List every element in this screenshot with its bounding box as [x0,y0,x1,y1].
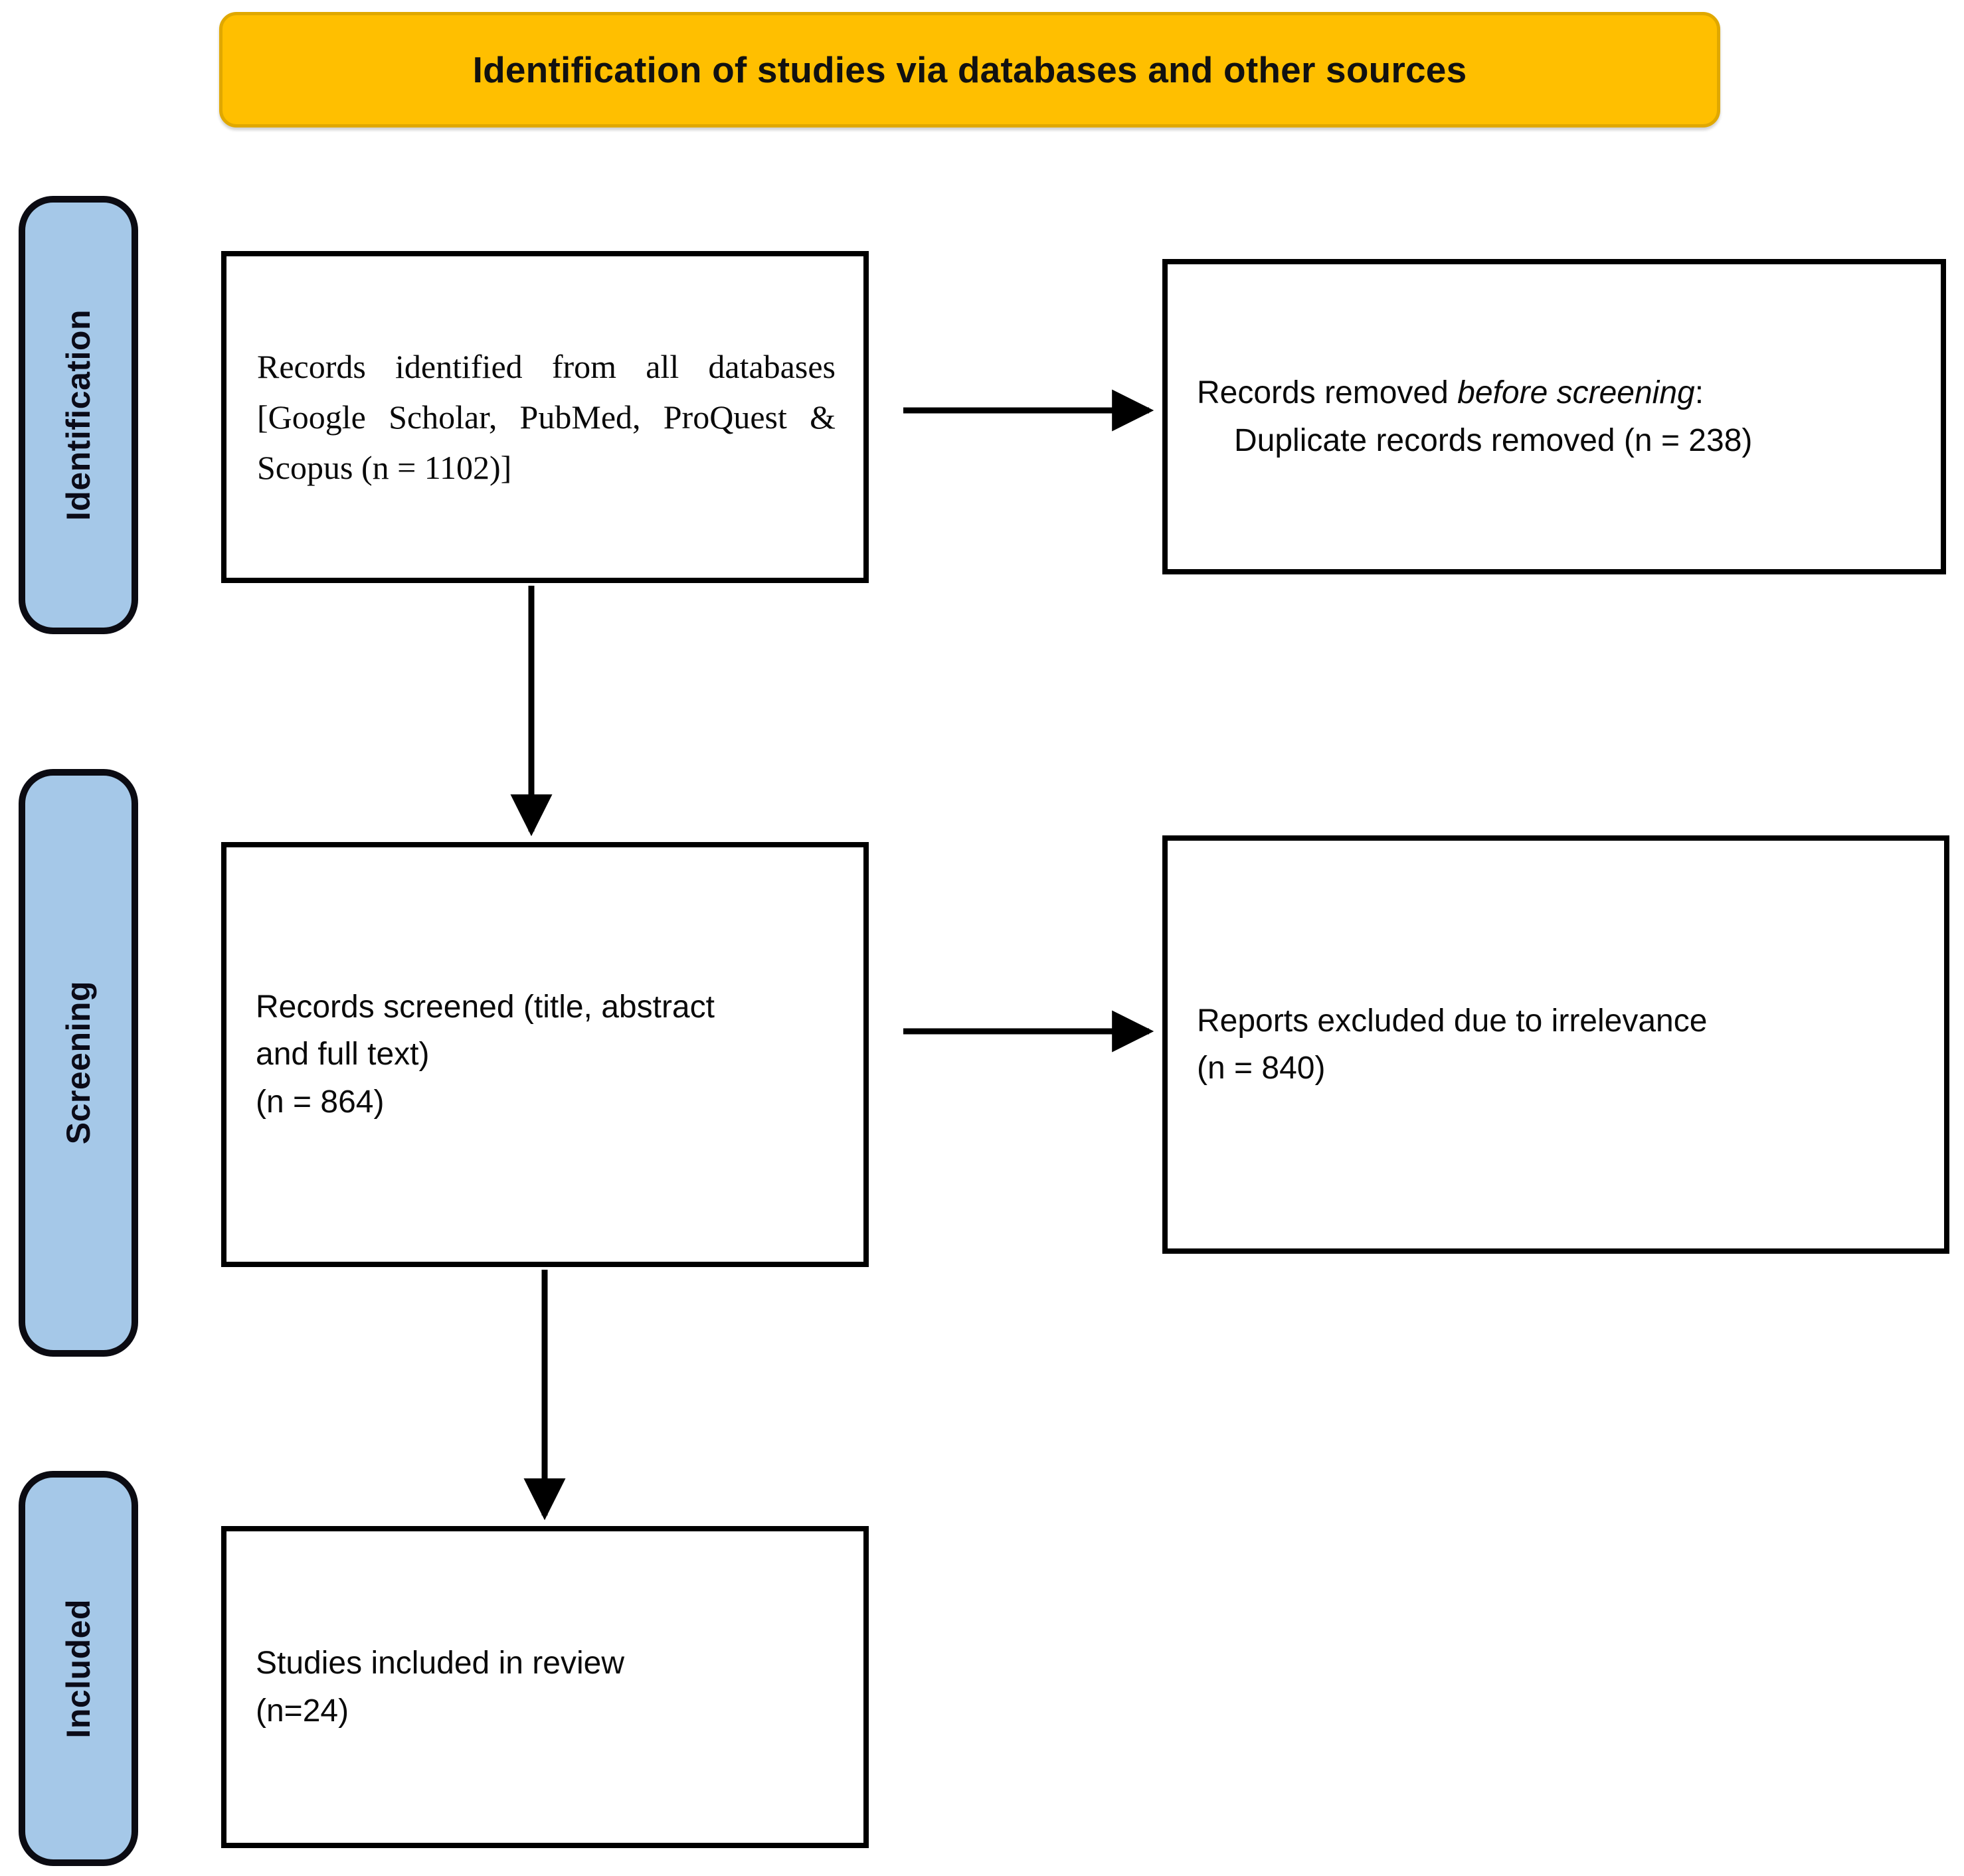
stage-pill-identification: Identification [19,196,138,634]
box-studies-included: Studies included in review (n=24) [221,1526,869,1848]
box-records-identified-text: Records identified from all databases [G… [257,348,836,486]
box-records-screened-line1: Records screened (title, abstract [256,989,715,1025]
box-records-removed-line2: Duplicate records removed (n = 238) [1234,422,1753,458]
box-reports-excluded: Reports excluded due to irrelevance (n =… [1162,835,1949,1254]
box-records-screened: Records screened (title, abstract and fu… [221,842,869,1267]
box-records-removed-line1-suffix: : [1694,375,1704,411]
diagram-header-banner: Identification of studies via databases … [219,12,1720,128]
box-records-removed-body: Records removed before screening: Duplic… [1168,369,1941,464]
box-records-screened-count: (n = 864) [256,1084,385,1120]
stage-pill-screening: Screening [19,769,138,1357]
box-records-removed-line1-italic: before screening [1457,375,1695,411]
box-studies-included-body: Studies included in review (n=24) [226,1640,863,1734]
box-reports-excluded-body: Reports excluded due to irrelevance (n =… [1168,997,1944,1092]
box-records-removed-line1-prefix: Records removed [1197,375,1458,411]
box-records-removed: Records removed before screening: Duplic… [1162,259,1946,574]
box-reports-excluded-line1: Reports excluded due to irrelevance [1197,1003,1708,1039]
stage-pill-included: Included [19,1471,138,1866]
stage-label-screening: Screening [60,981,97,1145]
stage-label-identification: Identification [60,309,97,521]
box-records-identified: Records identified from all databases [G… [221,251,869,583]
box-studies-included-count: (n=24) [256,1693,349,1729]
box-records-screened-line2: and full text) [256,1037,430,1072]
box-studies-included-line1: Studies included in review [256,1646,624,1681]
stage-label-included: Included [60,1598,97,1739]
box-reports-excluded-count: (n = 840) [1197,1051,1326,1086]
page-title: Identification of studies via databases … [472,49,1467,90]
box-records-screened-body: Records screened (title, abstract and fu… [226,983,863,1125]
